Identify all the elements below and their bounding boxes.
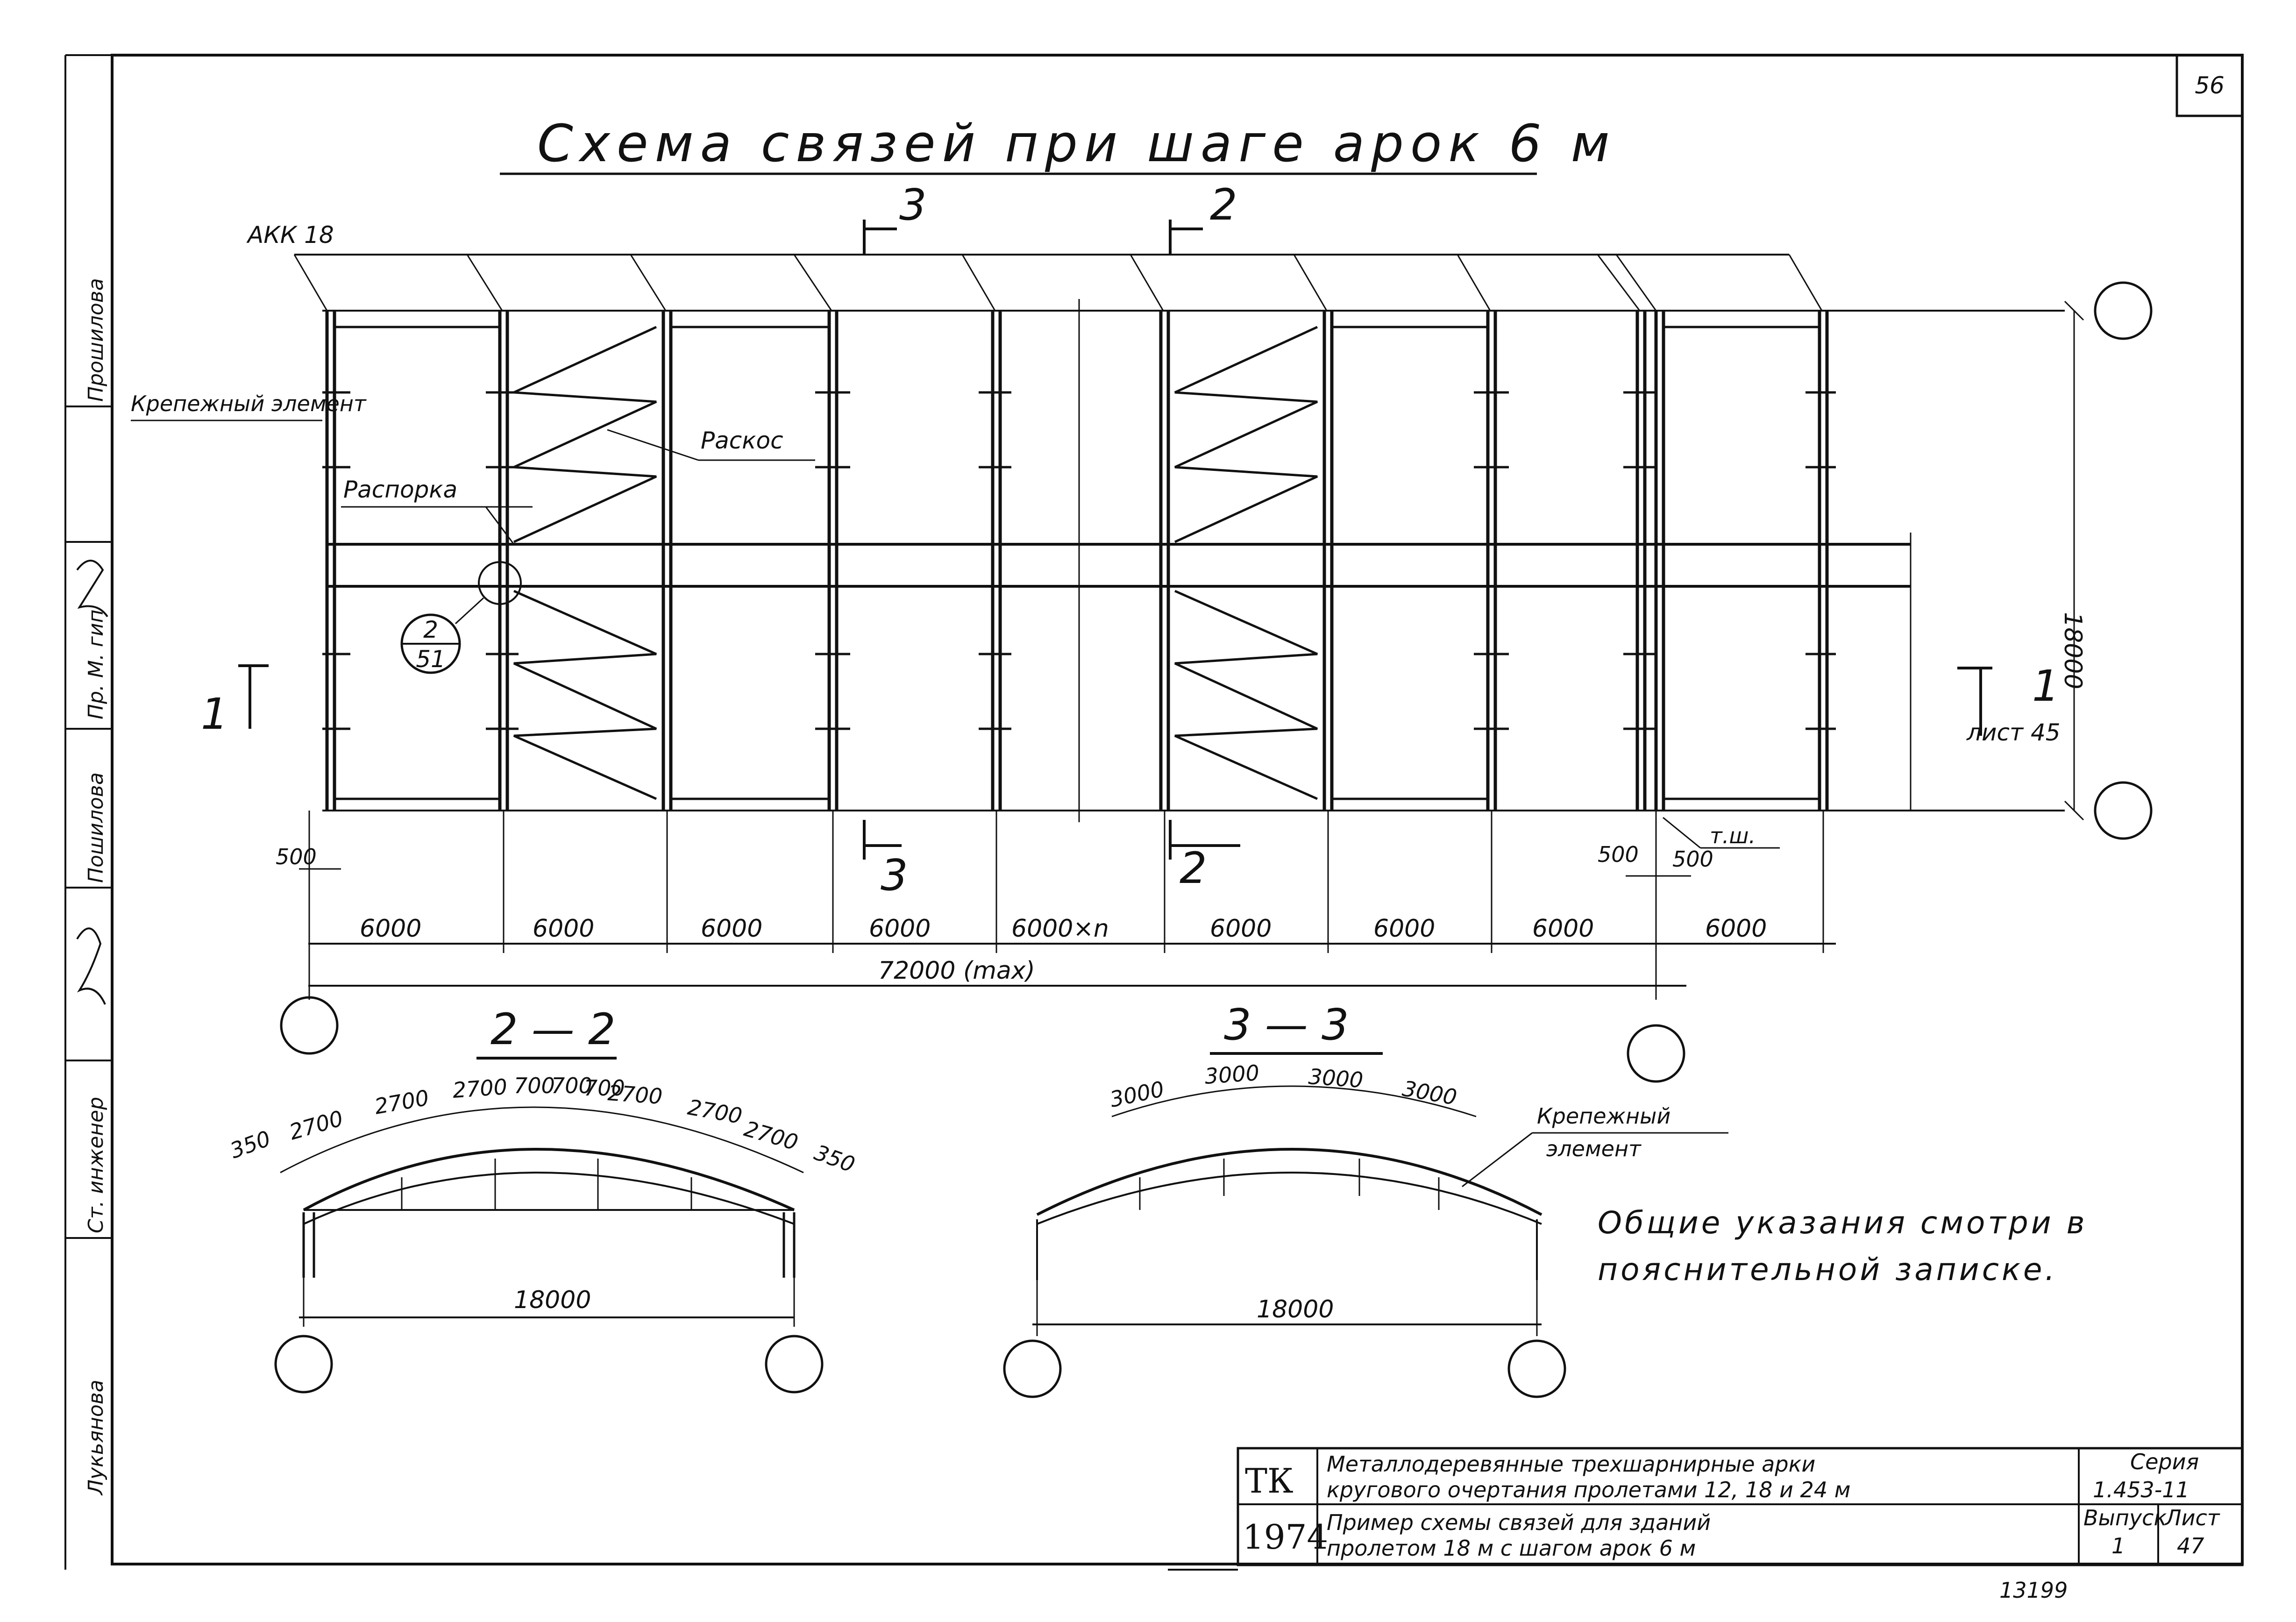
sheet-frame: [111, 54, 2244, 1565]
tb-issue-value: 1: [2111, 1533, 2125, 1558]
tb-name-2: кругового очертания пролетами 12, 18 и 2…: [1327, 1477, 1850, 1502]
end-offset-left: 500: [276, 844, 317, 869]
tb-series-value: 1.453-11: [2093, 1477, 2189, 1502]
signature-mark: [76, 927, 106, 1005]
node-ref-top: 2: [423, 616, 438, 643]
tb-issue-label: Выпуск: [2083, 1505, 2167, 1530]
section-2-top: 2: [1210, 180, 1237, 230]
s22-span: 18000: [514, 1286, 591, 1314]
axis-marker: [2094, 281, 2153, 340]
s22-seg-4: 700: [514, 1073, 555, 1098]
general-notes-line1: Общие указания смотри в: [1598, 1205, 2088, 1241]
brace-zigzag: [1174, 590, 1318, 800]
arch-lines: [325, 311, 1829, 811]
tb-series-label: Серия: [2130, 1449, 2199, 1474]
stamp-field-4: Ст. инженер: [84, 1097, 108, 1233]
section-3-3: 3 — 3 3000 3000 3000 3000 Крепежный элем…: [1003, 1000, 1728, 1398]
span-dim-6: 6000: [1210, 915, 1272, 943]
span-dim-2: 6000: [533, 915, 594, 943]
axis-marker: [280, 996, 339, 1055]
tb-org: ТК: [1245, 1461, 1294, 1501]
tb-sheet-label: Лист: [2164, 1505, 2220, 1530]
s22-end-right: 350: [811, 1140, 858, 1178]
tb-desc-2: пролетом 18 м с шагом арок 6 м: [1327, 1536, 1696, 1561]
section-1-left: 1: [201, 689, 228, 739]
section-2-2-title: 2 — 2: [490, 1004, 616, 1054]
drawing-title: Схема связей при шаге арок 6 м: [537, 114, 1616, 173]
span-dim-3: 6000: [701, 915, 762, 943]
strut-label: Распорка: [343, 476, 457, 503]
node-callout: [478, 561, 522, 605]
stamp-field-2: Пр. М. гип: [84, 610, 108, 719]
end-offset-right-a: 500: [1598, 842, 1639, 867]
s22-seg-1: 2700: [286, 1105, 346, 1145]
span-dim-4: 6000: [869, 915, 931, 943]
sheet-number: 56: [2195, 72, 2225, 99]
overall-dimension: 72000 (max): [878, 957, 1035, 985]
width-dimension: 18000: [2059, 612, 2087, 689]
axis-marker: [2094, 781, 2153, 840]
section-2-bottom: 2: [1180, 843, 1207, 893]
arch-mark-label: АКК 18: [246, 221, 334, 249]
signature-mark: [76, 560, 108, 618]
s33-seg-4: 3000: [1400, 1076, 1459, 1110]
stamp-field-5: Лукьянова: [84, 1380, 108, 1496]
axis-marker: [274, 1335, 333, 1394]
s33-seg-2: 3000: [1204, 1060, 1260, 1089]
joint-label: т.ш.: [1710, 823, 1756, 848]
axis-marker: [1627, 1024, 1685, 1083]
brace-label: Раскос: [701, 427, 783, 454]
tb-name-1: Металлодеревянные трехшарнирные арки: [1327, 1451, 1815, 1477]
fastener-label: Крепежный элемент: [131, 391, 367, 416]
section-3-top: 3: [899, 180, 927, 230]
title-block: ТК 1974 Металлодеревянные трехшарнирные …: [1168, 1447, 2244, 1571]
end-offset-right-b: 500: [1672, 847, 1713, 872]
s33-seg-3: 3000: [1308, 1064, 1364, 1093]
section-2-2: 2 — 2 350 2700 2700 2700 700 700 700 270…: [227, 1004, 858, 1394]
s22-seg-5: 700: [551, 1073, 592, 1098]
s22-seg-2: 2700: [373, 1085, 431, 1119]
span-dim-9: 6000: [1705, 915, 1767, 943]
brace-zigzag: [513, 326, 657, 543]
stamp-field-1: Прошилова: [84, 278, 108, 402]
section-3-3-title: 3 — 3: [1224, 1000, 1349, 1050]
brace-zigzag: [513, 590, 657, 800]
span-dim-7: 6000: [1373, 915, 1435, 943]
general-notes-line2: пояснительной записке.: [1598, 1252, 2057, 1288]
brace-zigzag: [1174, 326, 1318, 543]
axis-marker: [765, 1335, 824, 1394]
s22-end-left: 350: [227, 1126, 274, 1164]
s22-seg-6: 700: [584, 1075, 625, 1101]
span-dim-8: 6000: [1532, 915, 1594, 943]
s22-seg-7: 2700: [607, 1080, 663, 1109]
s22-seg-8: 2700: [686, 1095, 744, 1129]
stamp-field-3: Пошилова: [84, 772, 108, 883]
axis-marker: [1003, 1339, 1062, 1398]
tb-year: 1974: [1243, 1517, 1328, 1557]
axis-marker: [1507, 1339, 1566, 1398]
span-dim-5: 6000×n: [1011, 915, 1109, 943]
s33-span: 18000: [1257, 1295, 1334, 1323]
section-1-sheet: лист 45: [1966, 719, 2061, 746]
s33-fastener-2: элемент: [1546, 1136, 1642, 1161]
sheet-number-box: [2175, 54, 2244, 117]
tb-sheet-value: 47: [2177, 1533, 2204, 1558]
node-ref-bottom: 51: [416, 646, 446, 673]
s33-seg-1: 3000: [1108, 1076, 1166, 1112]
section-3-bottom: 3: [881, 850, 908, 900]
bracing-plan: АКК 18 Крепежный элемент Распорка Раскос…: [131, 180, 2153, 1083]
s22-seg-3: 2700: [452, 1074, 508, 1103]
archive-number: 13199: [1999, 1578, 2068, 1603]
tb-desc-1: Пример схемы связей для зданий: [1327, 1510, 1711, 1535]
side-stamp: Прошилова Пр. М. гип Пошилова Ст. инжене…: [65, 278, 112, 1496]
s33-fastener-1: Крепежный: [1537, 1103, 1670, 1129]
section-1-right: 1: [2032, 661, 2060, 711]
span-dim-1: 6000: [360, 915, 421, 943]
fastener-ticks: [322, 391, 1836, 730]
